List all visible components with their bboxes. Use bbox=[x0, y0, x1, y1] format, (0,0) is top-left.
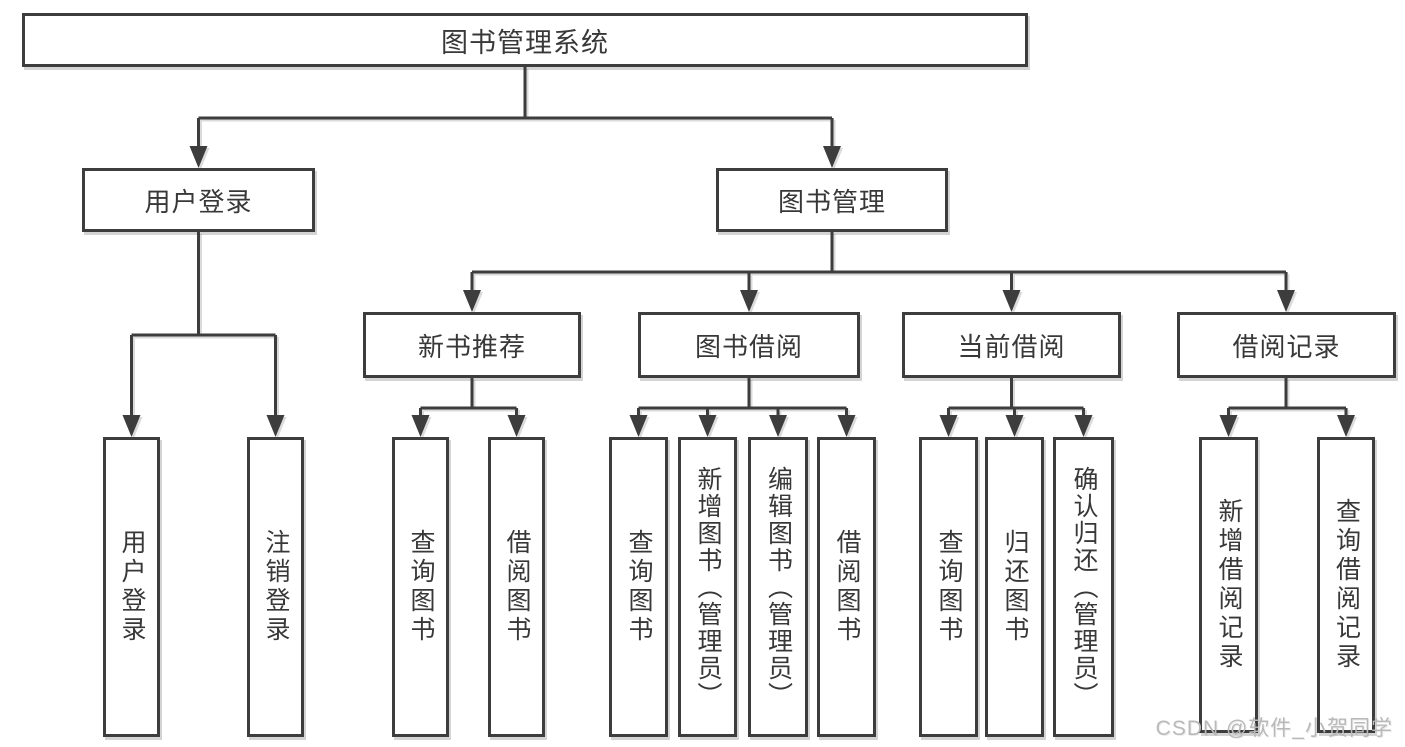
leaf-edit-books-admin-label: 编辑图书（管理员） bbox=[764, 465, 793, 709]
leaf-confirm-return-admin: 确认归还（管理员） bbox=[1053, 437, 1114, 737]
leaf-add-borrow-record: 新增借阅记录 bbox=[1199, 437, 1258, 733]
leaf-borrowing-borrow-books-label: 借阅图书 bbox=[833, 529, 861, 645]
node-current-borrowing: 当前借阅 bbox=[902, 312, 1121, 378]
leaf-current-query-books: 查询图书 bbox=[919, 437, 978, 737]
node-user-login-label: 用户登录 bbox=[144, 186, 253, 217]
leaf-recommend-borrow-books: 借阅图书 bbox=[488, 437, 545, 737]
leaf-add-borrow-record-label: 新增借阅记录 bbox=[1215, 498, 1243, 672]
node-borrowing-records-label: 借阅记录 bbox=[1232, 331, 1341, 362]
node-current-borrowing-label: 当前借阅 bbox=[957, 331, 1066, 362]
node-book-borrowing: 图书借阅 bbox=[638, 312, 860, 378]
leaf-recommend-query-books-label: 查询图书 bbox=[407, 529, 435, 645]
node-borrowing-records: 借阅记录 bbox=[1177, 312, 1396, 378]
leaf-user-login-label: 用户登录 bbox=[118, 529, 146, 645]
leaf-return-books-label: 归还图书 bbox=[1001, 529, 1029, 645]
node-root-system: 图书管理系统 bbox=[22, 13, 1028, 67]
node-new-book-recommend: 新书推荐 bbox=[363, 312, 581, 378]
leaf-logout: 注销登录 bbox=[247, 437, 304, 737]
leaf-user-login: 用户登录 bbox=[103, 437, 160, 737]
csdn-watermark: CSDN @软件_小贺同学 bbox=[1155, 717, 1393, 740]
leaf-borrowing-query-books-label: 查询图书 bbox=[625, 529, 653, 645]
node-new-book-recommend-label: 新书推荐 bbox=[417, 331, 526, 362]
leaf-borrowing-borrow-books: 借阅图书 bbox=[817, 437, 876, 737]
node-book-management: 图书管理 bbox=[716, 168, 948, 232]
leaf-recommend-query-books: 查询图书 bbox=[392, 437, 449, 737]
node-book-management-label: 图书管理 bbox=[777, 186, 886, 217]
leaf-query-borrow-record-label: 查询借阅记录 bbox=[1332, 498, 1361, 672]
leaf-add-books-admin-label: 新增图书（管理员） bbox=[694, 465, 722, 709]
leaf-confirm-return-admin-label: 确认归还（管理员） bbox=[1070, 465, 1098, 709]
node-root-system-label: 图书管理系统 bbox=[441, 27, 609, 58]
leaf-logout-label: 注销登录 bbox=[262, 529, 290, 645]
leaf-borrowing-query-books: 查询图书 bbox=[609, 437, 668, 737]
leaf-current-query-books-label: 查询图书 bbox=[935, 529, 963, 645]
leaf-return-books: 归还图书 bbox=[985, 437, 1044, 737]
leaf-query-borrow-record: 查询借阅记录 bbox=[1317, 437, 1375, 733]
node-user-login: 用户登录 bbox=[82, 168, 315, 232]
leaf-add-books-admin: 新增图书（管理员） bbox=[678, 437, 737, 737]
node-book-borrowing-label: 图书借阅 bbox=[694, 331, 803, 362]
leaf-edit-books-admin: 编辑图书（管理员） bbox=[748, 437, 808, 737]
leaf-recommend-borrow-books-label: 借阅图书 bbox=[503, 529, 531, 645]
